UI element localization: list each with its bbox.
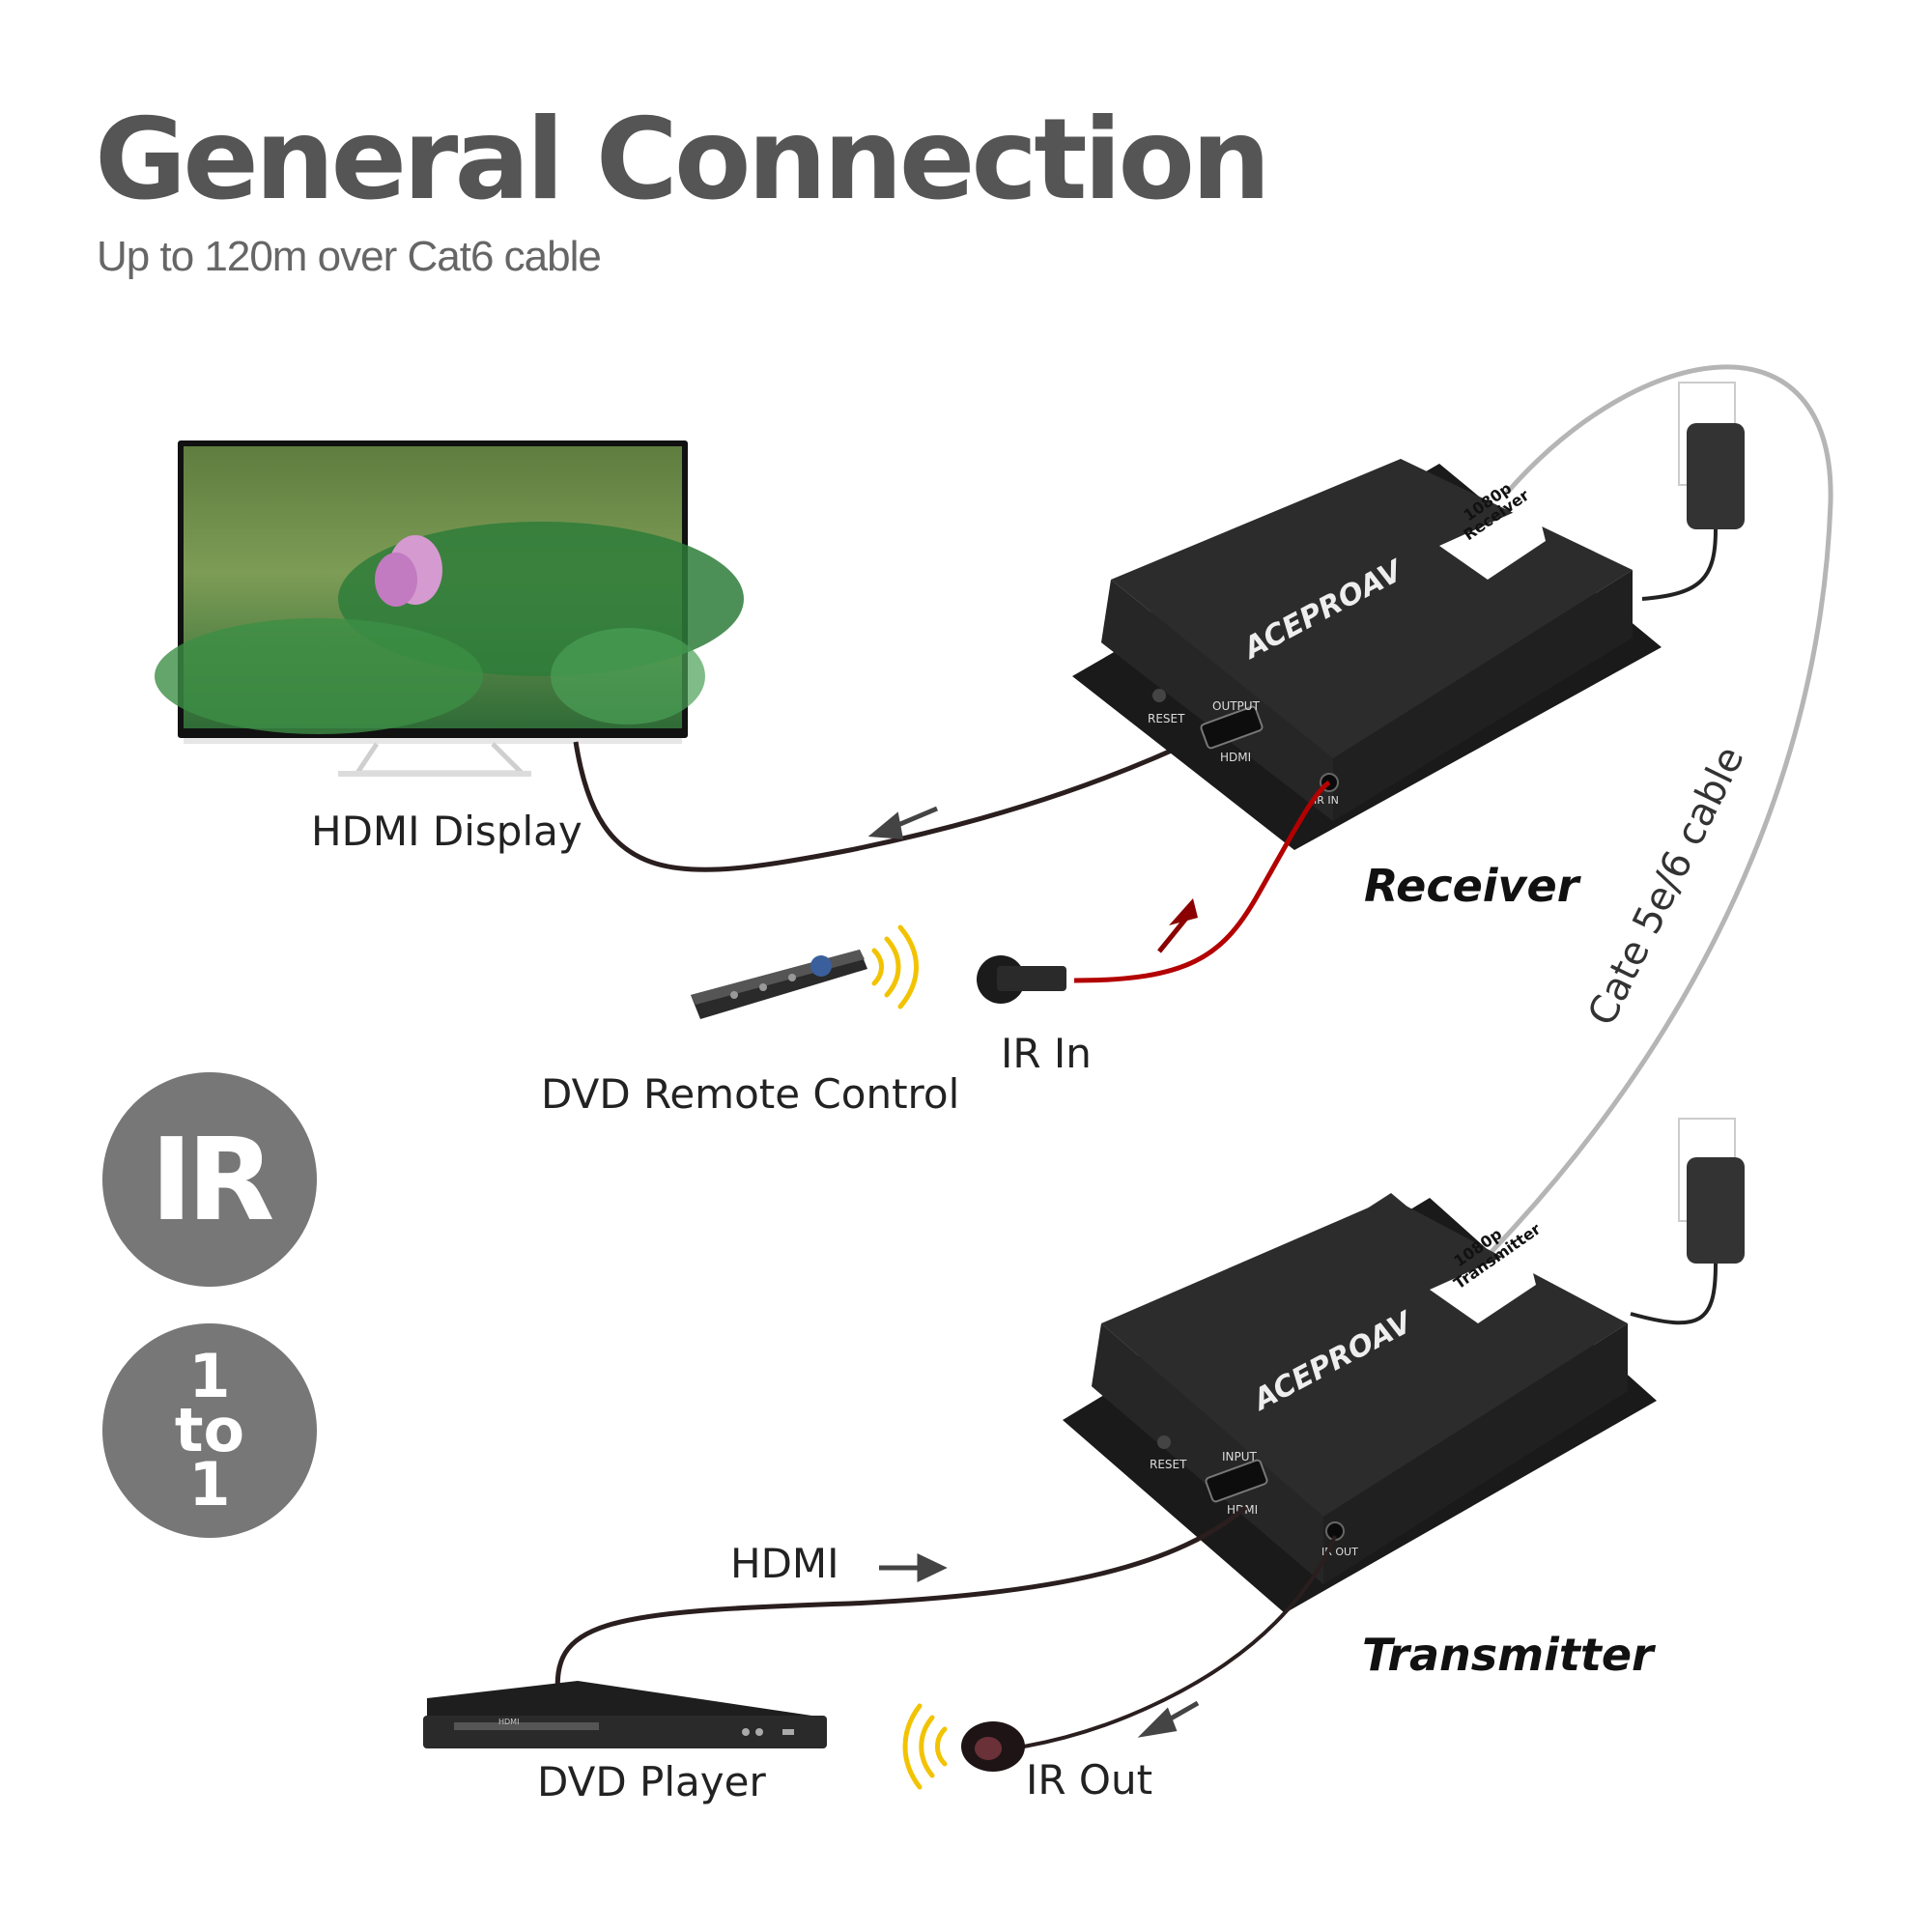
transmitter-device bbox=[1063, 1193, 1657, 1613]
receiver-device bbox=[1072, 459, 1662, 850]
ir-in-receiver bbox=[977, 955, 1066, 1004]
one-to-one-mid: to bbox=[174, 1395, 245, 1466]
hdmi-cable-display bbox=[573, 722, 1229, 872]
one-to-one-top: 1 bbox=[188, 1341, 231, 1412]
ir-out-emitter bbox=[961, 1721, 1025, 1772]
hdmi-cable-dvd bbox=[554, 1505, 1248, 1699]
receiver-power-adapter bbox=[1641, 382, 1745, 601]
arrow-to-transmitter bbox=[879, 1553, 948, 1582]
arrow-ir-out bbox=[1137, 1700, 1200, 1738]
receiver-reset-label: RESET bbox=[1148, 712, 1185, 725]
arrow-ir-in bbox=[1157, 898, 1198, 953]
dvd-player-label: DVD Player bbox=[537, 1758, 766, 1805]
transmitter-power-adapter bbox=[1630, 1118, 1745, 1325]
ir-badge: IR bbox=[102, 1072, 317, 1287]
dvd-hdmi-badge: HDMI bbox=[498, 1718, 519, 1726]
ir-wave-remote bbox=[871, 924, 919, 1009]
hdmi-label: HDMI bbox=[730, 1540, 839, 1587]
one-to-one-bottom: 1 bbox=[188, 1448, 231, 1520]
one-to-one-badge: 1 to 1 bbox=[102, 1323, 317, 1538]
hdmi-display bbox=[155, 440, 744, 777]
transmitter-label: Transmitter bbox=[1362, 1629, 1654, 1681]
dvd-remote bbox=[691, 950, 867, 1019]
transmitter-input-label: INPUT bbox=[1222, 1450, 1258, 1463]
receiver-hdmi-label: HDMI bbox=[1220, 751, 1251, 764]
ir-in-label: IR In bbox=[1001, 1030, 1092, 1077]
ir-out-cable bbox=[1023, 1535, 1337, 1748]
cat-cable bbox=[1486, 364, 1833, 1258]
receiver-label: Receiver bbox=[1364, 860, 1579, 912]
ir-badge-text: IR bbox=[150, 1113, 275, 1246]
receiver-output-label: OUTPUT bbox=[1212, 699, 1261, 713]
receiver-irin-label: IR IN bbox=[1314, 794, 1339, 807]
arrow-to-display bbox=[867, 806, 938, 839]
page-subtitle: Up to 120m over Cat6 cable bbox=[97, 233, 602, 280]
ir-out-label: IR Out bbox=[1026, 1756, 1153, 1804]
dvd-remote-label: DVD Remote Control bbox=[541, 1070, 960, 1118]
transmitter-reset-label: RESET bbox=[1150, 1458, 1187, 1471]
ir-wave-emitter bbox=[902, 1703, 948, 1790]
hdmi-display-label: HDMI Display bbox=[311, 808, 582, 855]
page-title: General Connection bbox=[95, 95, 1271, 225]
ir-in-cable bbox=[1073, 780, 1331, 983]
dvd-player bbox=[423, 1681, 827, 1748]
